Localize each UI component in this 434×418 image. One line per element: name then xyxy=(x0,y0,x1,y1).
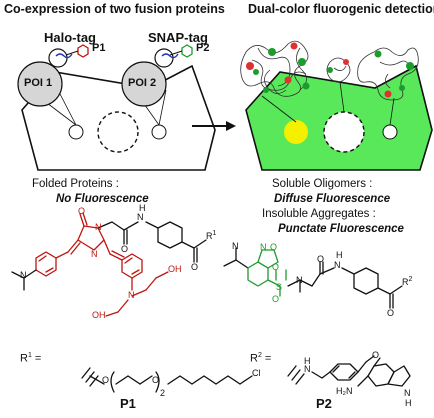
r1-chlorine: Cl xyxy=(252,368,261,378)
p1-tag-label: P1 xyxy=(92,42,106,54)
r2-n-attach: N xyxy=(304,364,311,374)
r2-nh2: H₂N xyxy=(336,386,353,396)
p2-o-benzox: O xyxy=(270,242,278,252)
p1-n-aniline: N xyxy=(128,290,135,300)
r1-repeat-subscript: 2 xyxy=(160,388,166,398)
poi1-label: POI 1 xyxy=(24,77,53,89)
p1-n-ring-1: N xyxy=(95,222,102,232)
p1-oh-2: OH xyxy=(92,310,106,320)
p1-h-amide: H xyxy=(139,203,146,213)
diffuse-fluorescence-caption: Diffuse Fluorescence xyxy=(274,193,391,205)
p2-structure xyxy=(223,247,403,309)
poi2-bubble xyxy=(121,61,167,107)
p2-tag-label: P2 xyxy=(196,42,210,54)
p1-compound-label: P1 xyxy=(120,396,136,411)
p2-h-amide: H xyxy=(336,250,343,260)
p2-n-amide: N xyxy=(334,260,341,270)
p2-o-amide: O xyxy=(317,254,325,264)
p2-hexagon-icon xyxy=(181,44,193,58)
r2-h-attach: H xyxy=(304,356,311,366)
left-nucleus xyxy=(97,111,139,153)
poi2-label: POI 2 xyxy=(128,77,157,89)
p1-oh-1: OH xyxy=(168,264,182,274)
p1-o-carbonyl: O xyxy=(78,206,86,216)
p1-structure xyxy=(11,212,207,317)
p2-o-ester: O xyxy=(387,308,395,318)
large-cluster-dyes xyxy=(246,42,310,93)
p2-n-dimethyl: N xyxy=(232,241,239,251)
left-cell-membrane xyxy=(21,64,216,171)
halo-tag-shape xyxy=(48,48,68,68)
right-panel-header: Dual-color fluorogenic detection xyxy=(248,2,434,16)
r1-o-1: O xyxy=(102,375,110,385)
insoluble-aggregates-caption: Insoluble Aggregates : xyxy=(262,208,376,220)
r2-h-purine: H xyxy=(405,398,412,408)
p1-n-ring-2: N xyxy=(91,249,98,259)
r2-equation: R2 = xyxy=(250,352,272,365)
halo-tag-label: Halo-tag xyxy=(44,30,96,45)
punctate-fluorescence-caption: Punctate Fluorescence xyxy=(278,223,404,235)
p1-n-dimethyl: N xyxy=(20,270,27,280)
folded-proteins-caption: Folded Proteins : xyxy=(32,178,119,190)
r1-o-2: O xyxy=(152,375,160,385)
p1-n-amide: N xyxy=(137,212,144,222)
p2-compound-label: P2 xyxy=(316,396,332,411)
left-panel-header: Co-expression of two fusion proteins xyxy=(4,2,225,16)
soluble-oligomers-caption: Soluble Oligomers : xyxy=(272,178,373,190)
p2-o-1: O xyxy=(272,294,280,304)
snap-tag-shape xyxy=(154,48,174,68)
r1-linker xyxy=(81,367,253,393)
p2-s: S xyxy=(276,282,283,292)
p1-o-ester: O xyxy=(191,262,199,272)
p2-n-sulfonamide: N xyxy=(296,275,303,285)
r1-equation: R1 = xyxy=(20,352,42,365)
p1-r1: R1 xyxy=(206,230,217,241)
poi1-bubble xyxy=(17,61,63,107)
right-small-circle xyxy=(382,124,398,140)
r2-benzylguanine xyxy=(287,355,411,387)
oligomer-middle xyxy=(326,57,351,83)
right-nucleus xyxy=(323,111,365,153)
r2-o-ether: O xyxy=(372,350,380,360)
p2-r2: R2 xyxy=(402,276,413,287)
snap-tag-label: SNAP-tag xyxy=(148,30,208,45)
p2-o-2: O xyxy=(272,262,280,272)
punctate-aggregate xyxy=(284,120,308,144)
p2-n-benzox-1: N xyxy=(260,242,267,252)
p1-o-amide: O xyxy=(121,244,129,254)
no-fluorescence-caption: No Fluorescence xyxy=(56,193,149,205)
r2-nh-purine: N xyxy=(404,388,411,398)
p1-hexagon-icon xyxy=(77,44,89,58)
